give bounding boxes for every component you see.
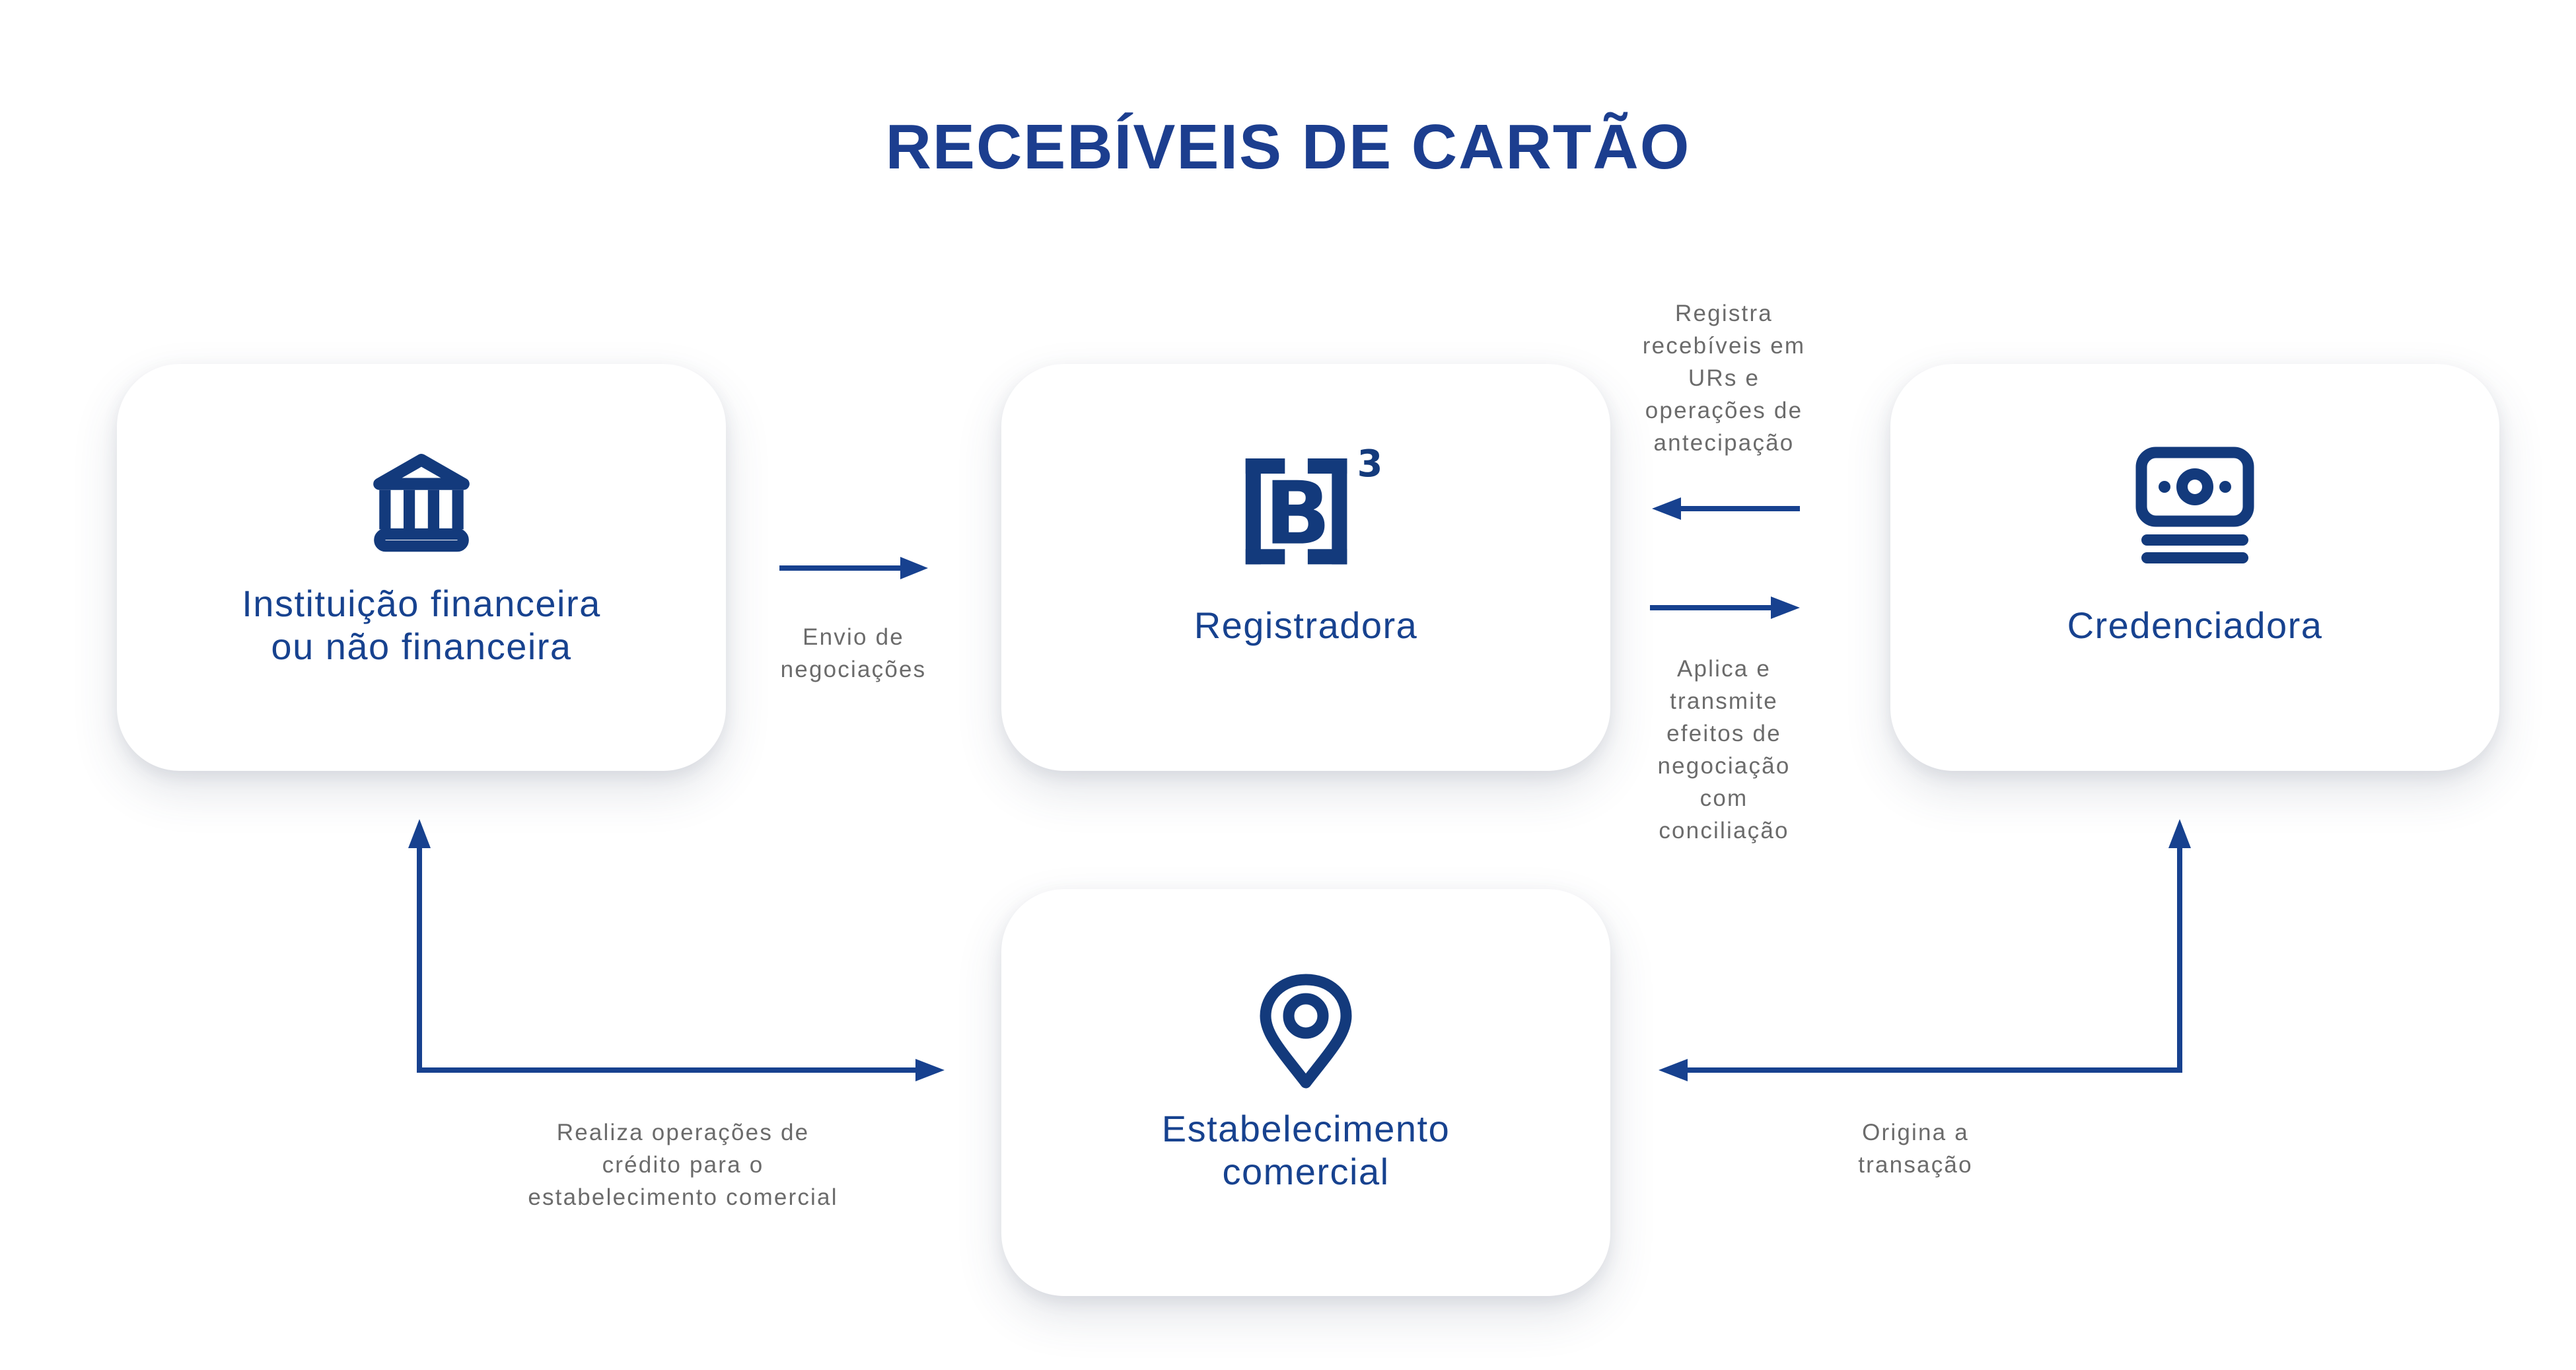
label-registra-recebiveis: Registra recebíveis em URs e operações d…: [1642, 301, 1806, 456]
arrowhead-aplica-right: [1771, 596, 1800, 619]
label-realiza-operacoes: Realiza operações de crédito para o esta…: [528, 1120, 838, 1210]
banknote-icon: [1890, 438, 2499, 573]
arrowhead-origina-left: [1659, 1059, 1688, 1081]
label-envio-de-negociacoes: Envio de negociações: [780, 624, 927, 682]
b3-logo-superscript: 3: [1357, 443, 1383, 486]
institution-label: Instituição financeira ou não financeira: [242, 583, 601, 667]
label-origina-transacao: Origina a transação: [1858, 1120, 1973, 1178]
label-aplica-transmite: Aplica e transmite efeitos de negociação…: [1657, 656, 1791, 844]
page-title: RECEBÍVEIS DE CARTÃO: [885, 112, 1691, 182]
arrowhead-origina-up: [2168, 819, 2191, 848]
node-institution: Instituição financeira ou não financeira: [117, 364, 726, 771]
node-acquirer: Credenciadora: [1890, 364, 2499, 771]
bank-icon: [117, 438, 726, 573]
b3-logo-letter: B: [1264, 463, 1330, 564]
arrowhead-realiza-right: [915, 1059, 945, 1081]
acquirer-label: Credenciadora: [2067, 604, 2323, 646]
arrow-realiza-line: [417, 847, 917, 1073]
node-registrar: B 3 Registradora: [1001, 364, 1610, 771]
arrowhead-registra-left: [1652, 497, 1681, 520]
merchant-label: Estabelecimento comercial: [1161, 1108, 1450, 1192]
arrowhead-envio-right: [900, 557, 928, 579]
registrar-label: Registradora: [1194, 604, 1418, 646]
node-merchant: Estabelecimento comercial: [1001, 889, 1610, 1296]
arrowhead-realiza-up: [408, 819, 431, 848]
map-pin-icon: [1001, 963, 1610, 1099]
arrow-origina-line: [1686, 847, 2182, 1073]
b3-logo: B 3: [1001, 438, 1610, 573]
